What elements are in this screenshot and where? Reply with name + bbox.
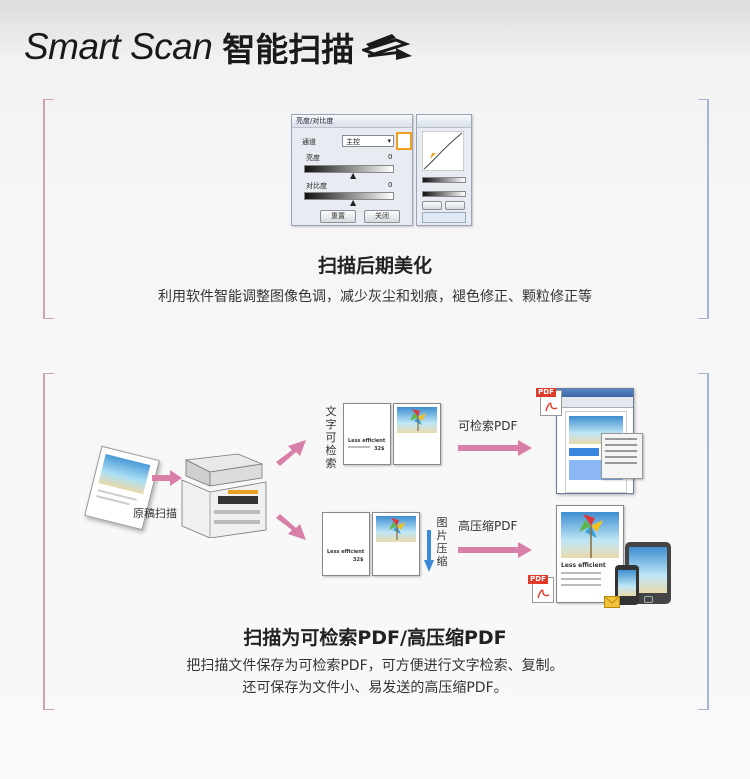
long-arrow-right-icon-2 [458, 542, 532, 558]
doc-headline: Less efficient [561, 562, 606, 569]
menu-item[interactable] [605, 450, 637, 452]
pinwheel-icon [410, 409, 426, 431]
title-english: Smart Scan [24, 26, 213, 67]
doc-headline: Less efficient [327, 549, 365, 555]
section2-description-line2: 还可保存为文件小、易发送的高压缩PDF。 [242, 680, 508, 696]
menu-item[interactable] [605, 438, 637, 440]
section1-frame-right [698, 99, 709, 319]
acrobat-logo-icon [537, 589, 550, 599]
pdf-file-icon-2: PDF [528, 573, 554, 603]
long-arrow-right-icon [458, 440, 532, 456]
section1-heading: 扫描后期美化 [317, 255, 432, 277]
chevron-down-icon: ▾ [387, 137, 391, 145]
channel-select-value: 主控 [346, 138, 360, 146]
arrow-up-right-icon [276, 440, 306, 466]
brightness-label: 亮度 [306, 154, 320, 162]
channel-select[interactable]: 主控 ▾ [342, 135, 394, 147]
input-level-slider[interactable] [422, 177, 466, 183]
contrast-slider[interactable] [304, 192, 394, 200]
tone-curve-preset-box[interactable] [422, 212, 466, 223]
section2-description-line1: 把扫描文件保存为可检索PDF，可方便进行文字检索、复制。 [186, 658, 564, 674]
section2-frame-right [698, 373, 709, 710]
section1-frame-left [43, 99, 54, 319]
dialog-title: 亮度/对比度 [292, 115, 412, 128]
context-menu[interactable] [601, 433, 643, 479]
compressed-pdf-label: 高压缩PDF [458, 519, 518, 533]
mail-icon [604, 596, 620, 608]
contrast-slider-thumb[interactable]: ▲ [350, 198, 357, 207]
pinwheel-icon [579, 514, 603, 558]
home-button [644, 596, 653, 603]
searchable-pdf-window [556, 388, 643, 494]
pinwheel-icon [389, 518, 405, 540]
section2-frame-left [43, 373, 54, 710]
doc-headline: Less efficient [348, 438, 386, 444]
text-page-image-2: Less efficient 32$ [322, 512, 370, 576]
close-button[interactable]: 关闭 [364, 210, 400, 223]
text-searchable-label: 文字可检索 [325, 405, 337, 470]
text-page-image: Less efficient 32$ [343, 403, 391, 465]
image-compression-label: 图片压缩 [436, 516, 448, 568]
window-titlebar [557, 389, 633, 397]
searchable-pdf-label: 可检索PDF [458, 419, 518, 433]
contrast-value: 0 [388, 181, 393, 189]
arrow-right-icon [152, 470, 182, 486]
section1-description: 利用软件智能调整图像色调，减少灰尘和划痕，褪色修正、颗粒修正等 [158, 289, 592, 305]
text-selection-highlight [569, 448, 599, 456]
text-line [348, 446, 370, 448]
arrow-down-right-icon [276, 514, 306, 540]
compress-arrow-down-icon [424, 530, 434, 572]
doc-number: 32$ [353, 557, 364, 563]
channel-label: 通道 [302, 138, 316, 146]
tone-curve-graph[interactable] [422, 131, 464, 171]
reset-button[interactable]: 重置 [320, 210, 356, 223]
beach-photo [98, 454, 151, 495]
compressed-pdf-page: Less efficient [556, 505, 624, 603]
pdf-badge: PDF [536, 388, 556, 397]
photo-page-image-2 [372, 512, 420, 576]
original-scan-label: 原稿扫描 [133, 507, 177, 520]
highlight-button[interactable] [396, 132, 412, 150]
tone-curve-cancel-button[interactable] [445, 201, 465, 210]
tone-curve-title [417, 115, 471, 128]
acrobat-logo-icon [545, 402, 558, 412]
section2-heading: 扫描为可检索PDF/高压缩PDF [243, 627, 507, 649]
brightness-contrast-dialog: 亮度/对比度 通道 主控 ▾ 亮度 0 ▲ 对比度 0 ▲ 重置 关闭 [291, 114, 413, 226]
brightness-slider-thumb[interactable]: ▲ [350, 171, 357, 180]
phone-screen [618, 570, 636, 596]
menu-item[interactable] [605, 444, 637, 446]
window-toolbar [557, 397, 633, 408]
doc-number: 32$ [374, 446, 385, 452]
pdf-file-icon: PDF [536, 386, 562, 416]
output-level-slider[interactable] [422, 191, 466, 197]
brightness-value: 0 [388, 153, 393, 161]
menu-item[interactable] [605, 462, 637, 464]
text-line [561, 578, 601, 580]
menu-item[interactable] [605, 456, 637, 458]
tone-curve-panel [416, 114, 472, 226]
photo-page-image [393, 403, 441, 465]
text-line [561, 584, 601, 586]
brightness-slider[interactable] [304, 165, 394, 173]
text-line [561, 572, 601, 574]
printer-image [181, 453, 267, 538]
page-header: Smart Scan 智能扫描 [24, 22, 416, 72]
title-chinese: 智能扫描 [222, 30, 355, 69]
pdf-badge: PDF [528, 575, 548, 584]
tone-curve-ok-button[interactable] [422, 201, 442, 210]
contrast-label: 对比度 [306, 182, 327, 190]
scanner-icon [362, 34, 413, 60]
